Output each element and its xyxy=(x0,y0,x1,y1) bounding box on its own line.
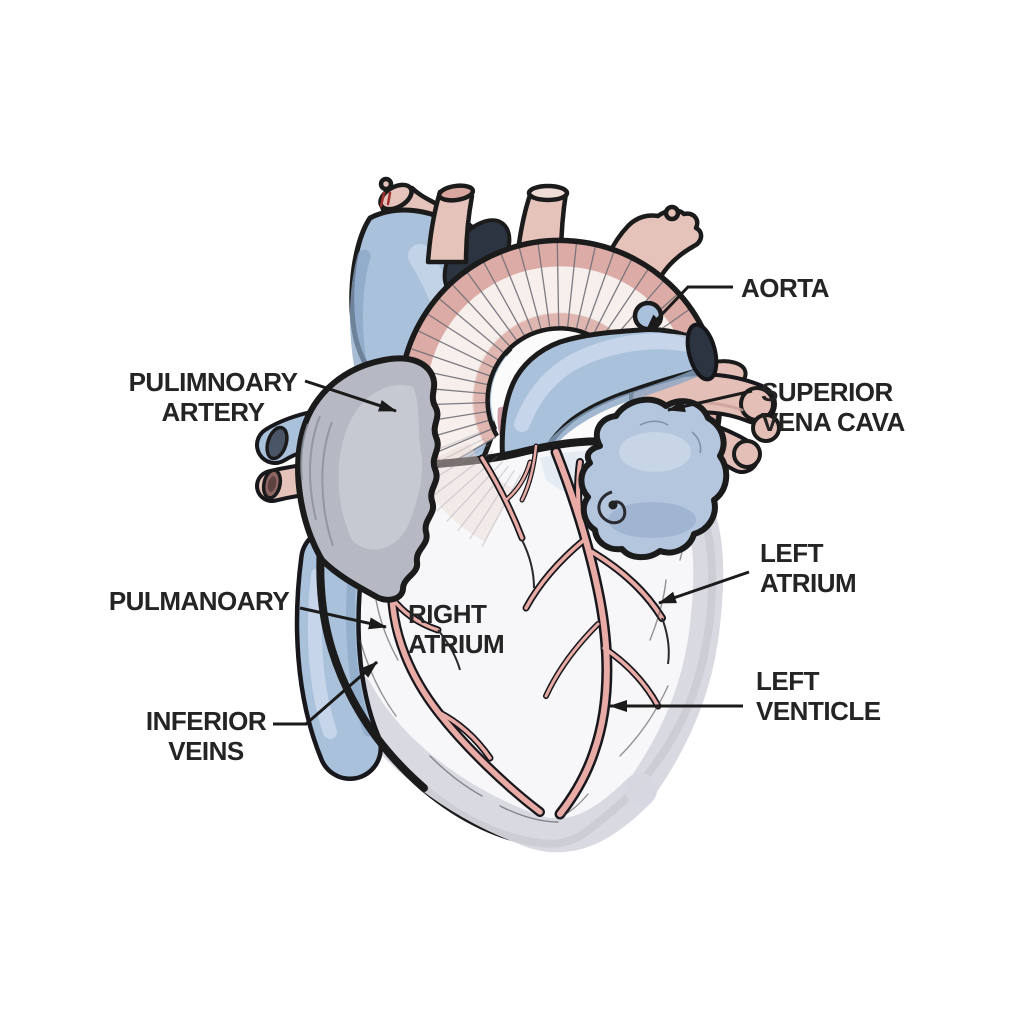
pulmonary-artery-trunk xyxy=(499,300,719,503)
label-line: LEFT xyxy=(760,538,824,568)
label-line: AORTA xyxy=(741,273,830,303)
leader-pulmonary-artery xyxy=(304,379,397,413)
leader-inferior-veins xyxy=(273,660,378,726)
left-atrial-appendage xyxy=(578,396,730,561)
coronary-arteries xyxy=(386,443,670,820)
label-line: PULIMNOARY xyxy=(128,367,298,397)
label-line: PULMANOARY xyxy=(108,586,290,616)
leader-lines xyxy=(273,285,753,726)
leader-left-atrium xyxy=(658,570,750,605)
label-line: VENA CAVA xyxy=(761,407,905,437)
leader-pulmanoary xyxy=(299,606,387,630)
label-line: SUPERIOR xyxy=(761,377,893,407)
inferior-vena-cava-vessel xyxy=(294,527,383,781)
label-aorta: AORTA xyxy=(741,273,830,303)
leader-aorta xyxy=(644,285,733,333)
label-line: ARTERY xyxy=(161,397,265,427)
right-atrial-appendage xyxy=(295,355,441,603)
label-left-atrium: LEFT ATRIUM xyxy=(760,538,857,598)
label-line: LEFT xyxy=(756,666,819,696)
aortic-arch-branch-cut xyxy=(425,183,476,265)
label-pulmanoary: PULMANOARY xyxy=(108,586,290,616)
label-line: ATRIUM xyxy=(760,568,857,598)
label-pulmonary-artery: PULIMNOARY ARTERY xyxy=(129,367,298,427)
pa-lumen-opening xyxy=(685,322,719,382)
label-line: RIGHT xyxy=(408,599,487,629)
tiny-red-marks xyxy=(379,191,392,208)
label-line: ATRIUM xyxy=(408,629,505,659)
label-right-atrium: RIGHT ATRIUM xyxy=(408,599,505,659)
label-line: VENTICLE xyxy=(756,696,881,726)
label-line: VEINS xyxy=(168,736,244,766)
label-left-ventricle: LEFT VENTICLE xyxy=(756,666,881,726)
leader-superior-vena-cava xyxy=(667,389,753,413)
label-line: INFERIOR xyxy=(145,706,267,736)
label-inferior-veins: INFERIOR VEINS xyxy=(145,706,267,766)
label-superior-vena-cava: SUPERIOR VENA CAVA xyxy=(761,377,905,437)
